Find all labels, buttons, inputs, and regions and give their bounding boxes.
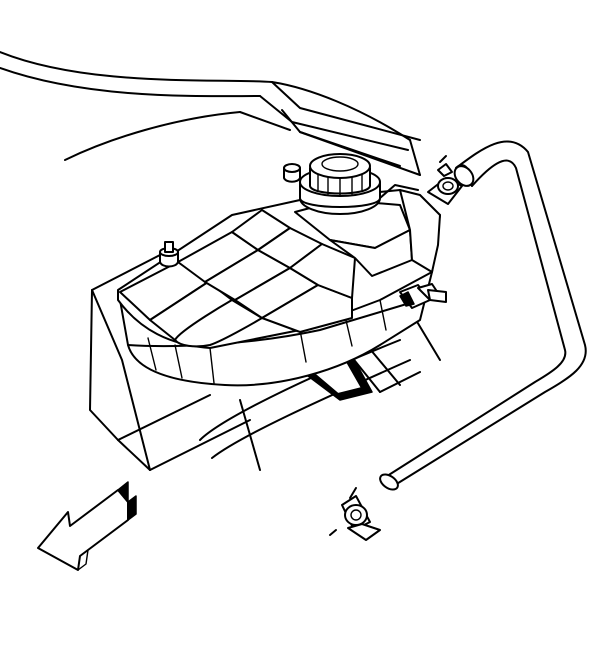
mounting-bracket xyxy=(89,254,251,471)
surge-tank xyxy=(117,184,441,387)
sensor-fitting xyxy=(399,283,447,309)
bolt-rear xyxy=(283,163,301,183)
arrow-down-left-icon xyxy=(37,481,137,571)
mounting-bolts xyxy=(159,163,447,309)
coolant-hose xyxy=(379,140,587,491)
bolt-left xyxy=(159,241,179,268)
upper-hose-clamp xyxy=(427,155,463,205)
vehicle-body-panel xyxy=(0,51,421,176)
lower-hose-clamp xyxy=(329,487,381,541)
pressure-cap xyxy=(299,153,381,215)
